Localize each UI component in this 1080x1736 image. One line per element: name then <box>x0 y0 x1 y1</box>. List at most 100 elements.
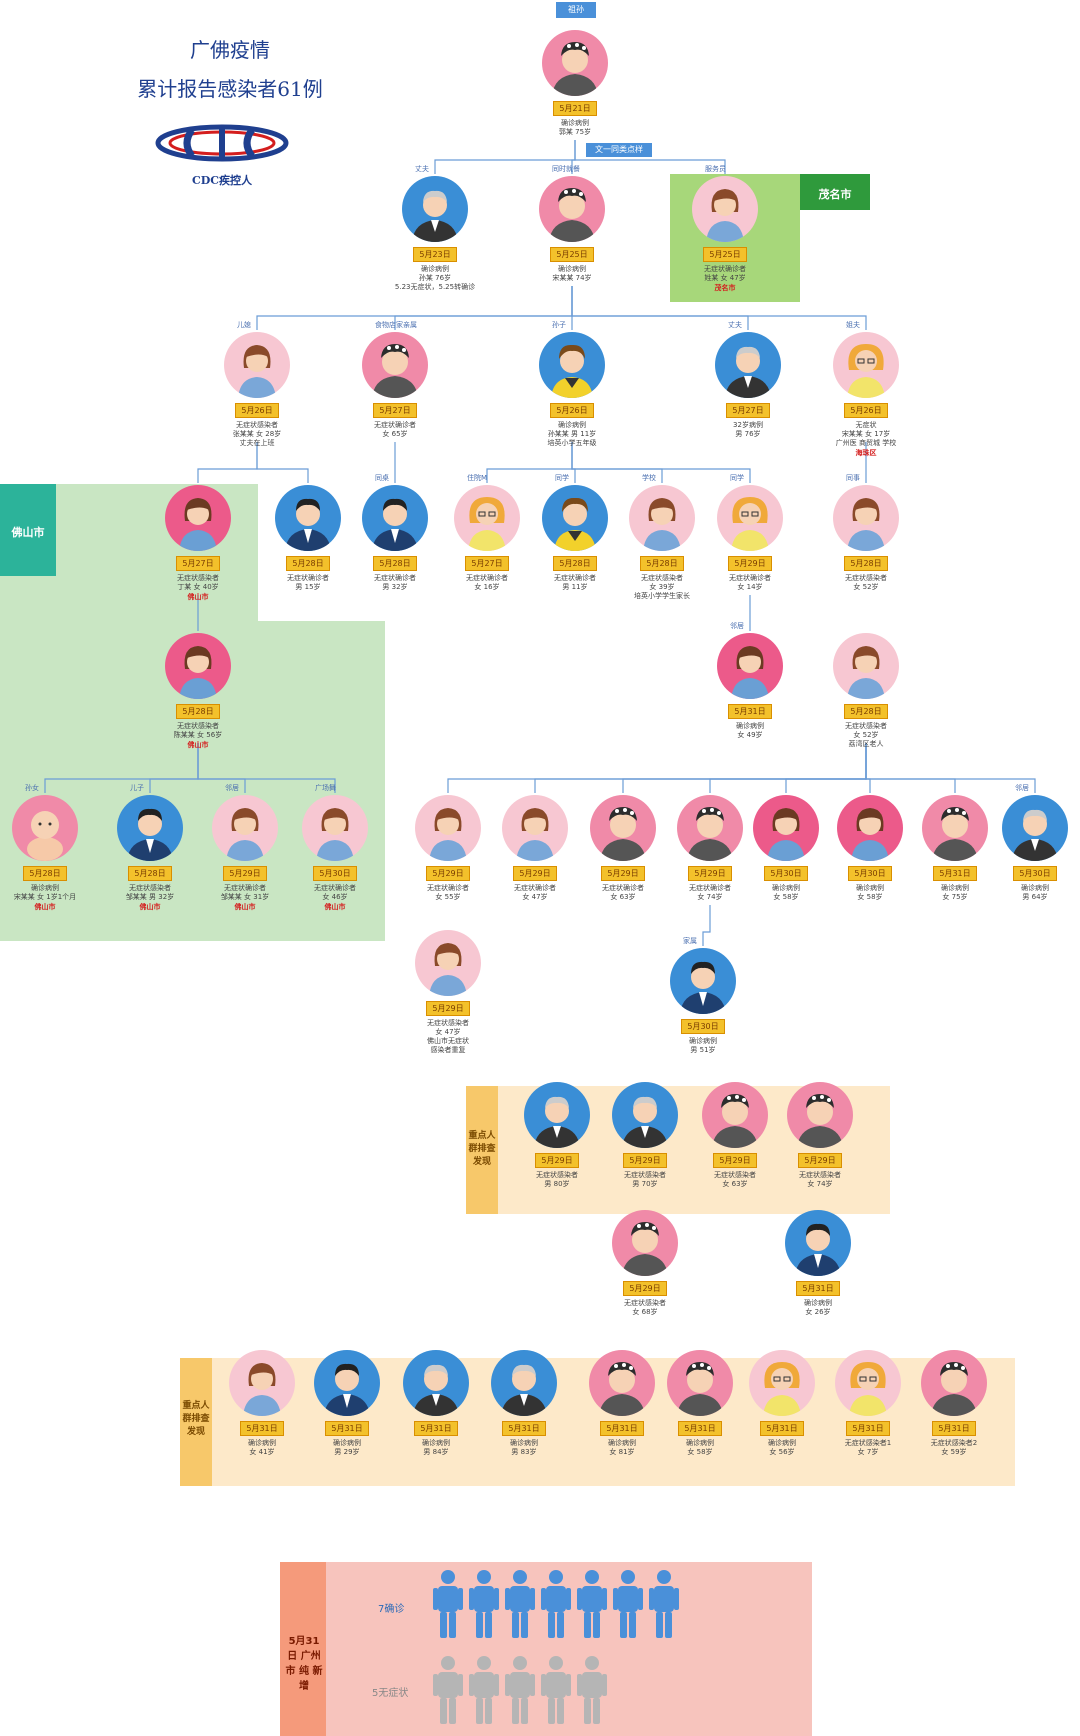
report-date-badge: 5月30日 <box>848 866 892 881</box>
case-location: 佛山市 <box>187 593 209 601</box>
case-description: 确诊病例 男 51岁 <box>689 1037 717 1054</box>
connector-n6-n15 <box>571 442 751 483</box>
report-date-badge: 5月28日 <box>553 556 597 571</box>
avatar <box>629 485 695 551</box>
report-date-badge: 5月28日 <box>176 704 220 719</box>
report-date-badge: 5月30日 <box>1013 866 1057 881</box>
grandma-avatar-icon <box>787 1082 853 1148</box>
case-node-n29: 5月30日确诊病例 女 58岁 <box>825 795 915 902</box>
avatar <box>539 176 605 242</box>
boy-avatar-icon <box>539 332 605 398</box>
avatar <box>753 795 819 861</box>
case-description: 无症状确诊者 女 65岁 <box>374 421 416 438</box>
report-date-badge: 5月29日 <box>713 1153 757 1168</box>
report-date-badge: 5月31日 <box>728 704 772 719</box>
avatar <box>717 485 783 551</box>
relation-label: 孙子 <box>552 321 566 329</box>
man-avatar-icon <box>314 1350 380 1416</box>
connector-n27-n33 <box>702 905 711 946</box>
avatar <box>717 633 783 699</box>
girl-avatar-icon <box>717 485 783 551</box>
relation-label: 邻居 <box>1015 784 1029 792</box>
case-description: 确诊病例 女 41岁 <box>248 1439 276 1456</box>
grandma-avatar-icon <box>922 795 988 861</box>
grandma-avatar-icon <box>542 30 608 96</box>
avatar <box>833 332 899 398</box>
connector-root-n3 <box>574 140 726 174</box>
avatar <box>415 930 481 996</box>
relation-label: 住院M <box>467 474 488 482</box>
case-node-n26: 5月29日无症状确诊者 女 63岁 <box>578 795 668 902</box>
report-date-badge: 5月29日 <box>623 1153 667 1168</box>
avatar <box>165 633 231 699</box>
case-description: 确诊病例 宋某某 74岁 <box>552 265 592 282</box>
oldman-avatar-icon <box>1002 795 1068 861</box>
case-node-n15: 5月29日无症状确诊者 女 14岁 <box>705 485 795 592</box>
case-description: 确诊病例 女 58岁 <box>772 884 800 901</box>
case-description: 无症状确诊者 邹某某 女 31岁 <box>220 884 270 901</box>
report-date-badge: 5月31日 <box>414 1421 458 1436</box>
case-description: 无症状确诊者 女 63岁 <box>602 884 644 901</box>
connector-n19-n30 <box>865 743 956 793</box>
oldman-avatar-icon <box>491 1350 557 1416</box>
case-description: 无症状感染者2 女 59岁 <box>930 1439 978 1456</box>
woman2-avatar-icon <box>717 633 783 699</box>
avatar <box>590 795 656 861</box>
avatar <box>677 795 743 861</box>
case-description: 无症状确诊者 男 11岁 <box>554 574 596 591</box>
man-avatar-icon <box>275 485 341 551</box>
report-date-badge: 5月31日 <box>932 1421 976 1436</box>
avatar <box>415 795 481 861</box>
cluster-label-box <box>586 143 652 157</box>
confirmed-person-icon <box>540 1568 572 1638</box>
case-description: 无症状感染者 女 47岁 佛山市无症状 感染者重复 <box>427 1019 469 1054</box>
avatar <box>362 485 428 551</box>
case-location: 佛山市 <box>324 903 346 911</box>
connector-n17-n20 <box>44 743 199 793</box>
case-node-n44: 5月31日确诊病例 女 81岁 <box>577 1350 667 1457</box>
avatar <box>542 30 608 96</box>
asymptomatic-label: 5无症状 <box>372 1688 409 1699</box>
confirmed-people-row <box>432 1568 684 1642</box>
grandma-avatar-icon <box>589 1350 655 1416</box>
woman-avatar-icon <box>415 795 481 861</box>
summary-label: 5月31日 广州市 纯 新增 <box>285 1636 323 1692</box>
girl-avatar-icon <box>835 1350 901 1416</box>
case-node-n19: 5月28日无症状感染者 女 52岁 荔湾区老人 <box>821 633 911 749</box>
cdc-logo-icon <box>155 124 289 162</box>
cdc-logo: CDC疾控人 <box>152 118 292 187</box>
case-description: 无症状感染者 男 80岁 <box>536 1171 578 1188</box>
connector-n2-n5 <box>394 286 573 330</box>
grandma-avatar-icon <box>590 795 656 861</box>
case-node-n23: 5月30日无症状确诊者 女 46岁佛山市 <box>290 795 380 912</box>
relation-label: 邻居 <box>730 622 744 630</box>
girl-avatar-icon <box>833 332 899 398</box>
report-date-badge: 5月31日 <box>760 1421 804 1436</box>
woman-avatar-icon <box>229 1350 295 1416</box>
top-label-box <box>556 2 596 18</box>
asymptomatic-person-icon <box>468 1654 500 1724</box>
foshan-tab <box>0 484 56 576</box>
case-description: 无症状感染者1 女 7岁 <box>844 1439 892 1456</box>
case-description: 确诊病例 女 75岁 <box>941 884 969 901</box>
avatar <box>362 332 428 398</box>
relation-label: 服务员 <box>705 165 726 173</box>
case-description: 无症状确诊者 女 46岁 <box>314 884 356 901</box>
report-date-badge: 5月29日 <box>426 866 470 881</box>
confirmed-person-icon <box>648 1568 680 1638</box>
key-group-2-label: 重点人群排查发现 <box>182 1401 210 1437</box>
oldman-avatar-icon <box>715 332 781 398</box>
case-location: 佛山市 <box>34 903 56 911</box>
report-date-badge: 5月21日 <box>553 101 597 116</box>
report-date-badge: 5月31日 <box>600 1421 644 1436</box>
relation-label: 丈夫 <box>415 165 429 173</box>
asymptomatic-person-icon <box>540 1654 572 1724</box>
case-node-n18: 5月31日确诊病例 女 49岁 <box>705 633 795 740</box>
baby-avatar-icon <box>12 795 78 861</box>
report-date-badge: 5月27日 <box>465 556 509 571</box>
case-node-n34: 5月29日无症状感染者 男 80岁 <box>512 1082 602 1189</box>
asymptomatic-person-icon <box>432 1654 464 1724</box>
title-line-2: 累计报告感染者61例 <box>137 77 323 101</box>
